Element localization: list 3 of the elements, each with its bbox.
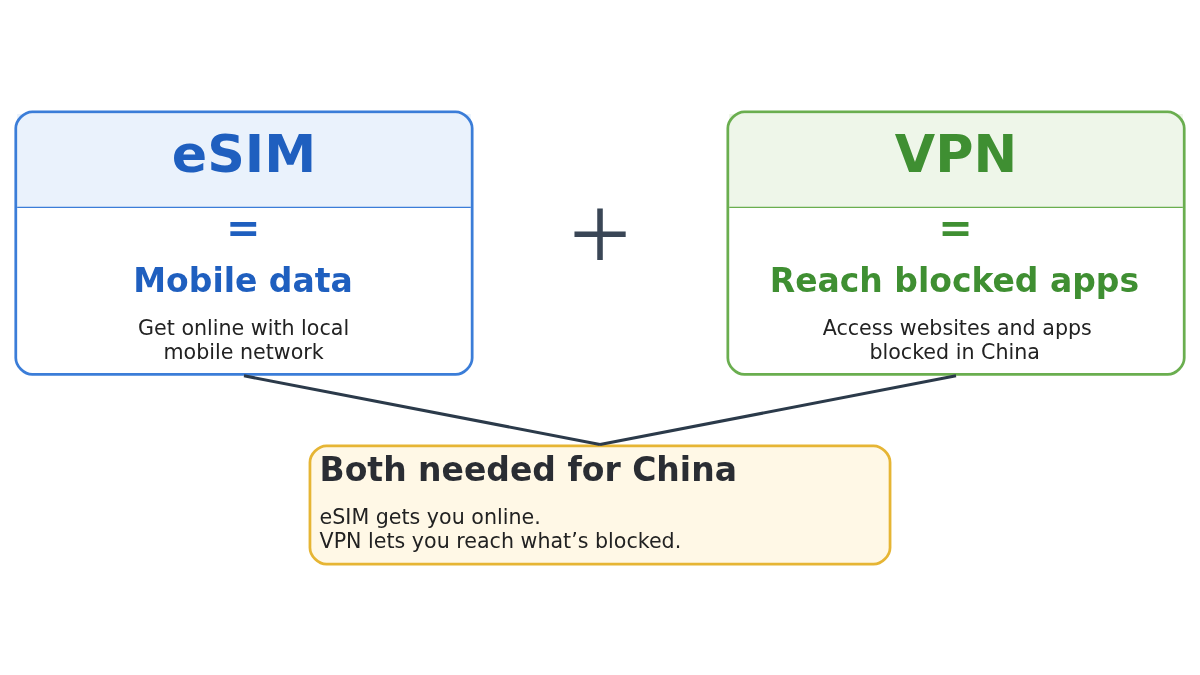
label: + (568, 172, 632, 295)
connector (599, 373, 957, 446)
connector (243, 373, 601, 446)
